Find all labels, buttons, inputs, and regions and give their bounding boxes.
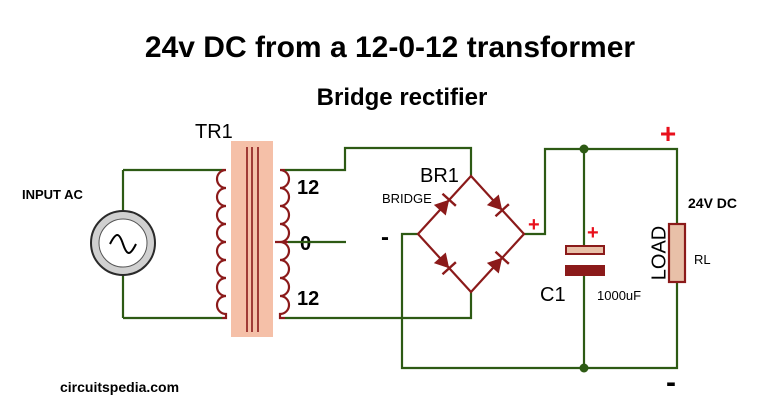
wire-negative-rail (400, 232, 679, 370)
load-name-label: LOAD (648, 226, 670, 280)
secondary-winding (275, 168, 291, 320)
ac-source (90, 168, 222, 320)
tap-center-label: 0 (300, 233, 311, 255)
ac-source-wires (121, 168, 222, 320)
bridge-type-label: BRIDGE (382, 191, 432, 206)
transformer-ref-label: TR1 (195, 121, 233, 143)
diode-bottom-right (486, 250, 510, 274)
wire-positive-rail (524, 147, 679, 236)
diode-top-right (486, 194, 510, 218)
junction-dot-top (579, 144, 589, 154)
tap-bottom-label: 12 (297, 288, 319, 310)
sine-wave-icon (109, 234, 137, 254)
transformer (215, 141, 291, 337)
load-ref-label: RL (694, 252, 711, 267)
capacitor-ref-label: C1 (540, 284, 566, 306)
capacitor-plate-positive (565, 245, 605, 255)
junction-dot-bottom (579, 363, 589, 373)
capacitor-value-label: 1000uF (597, 288, 641, 303)
primary-winding (215, 168, 228, 320)
diagram-subtitle: Bridge rectifier (317, 84, 488, 111)
diode-bottom-left (433, 252, 457, 276)
load-resistor (667, 222, 687, 284)
capacitor-plate-negative (565, 265, 605, 276)
wire-secondary-bottom (285, 292, 473, 320)
bridge-minus-label: - (381, 224, 389, 251)
output-voltage-label: 24V DC (688, 195, 737, 211)
input-ac-label: INPUT AC (22, 187, 84, 202)
transformer-core-lines (246, 147, 259, 332)
output-plus-label: + (660, 118, 676, 149)
watermark-text: circuitspedia.com (60, 379, 179, 395)
wire-secondary-top (285, 146, 473, 176)
bridge-plus-label: + (528, 214, 540, 236)
capacitor-plus-label: + (587, 222, 599, 244)
diagram-title: 24v DC from a 12-0-12 transformer (145, 31, 636, 64)
bridge-rectifier (416, 174, 526, 294)
tap-top-label: 12 (297, 177, 319, 199)
diode-top-left (433, 192, 457, 216)
output-minus-label: - (666, 366, 676, 399)
bridge-ref-label: BR1 (420, 165, 459, 187)
bridge-outline (416, 174, 526, 294)
capacitor (565, 245, 605, 276)
